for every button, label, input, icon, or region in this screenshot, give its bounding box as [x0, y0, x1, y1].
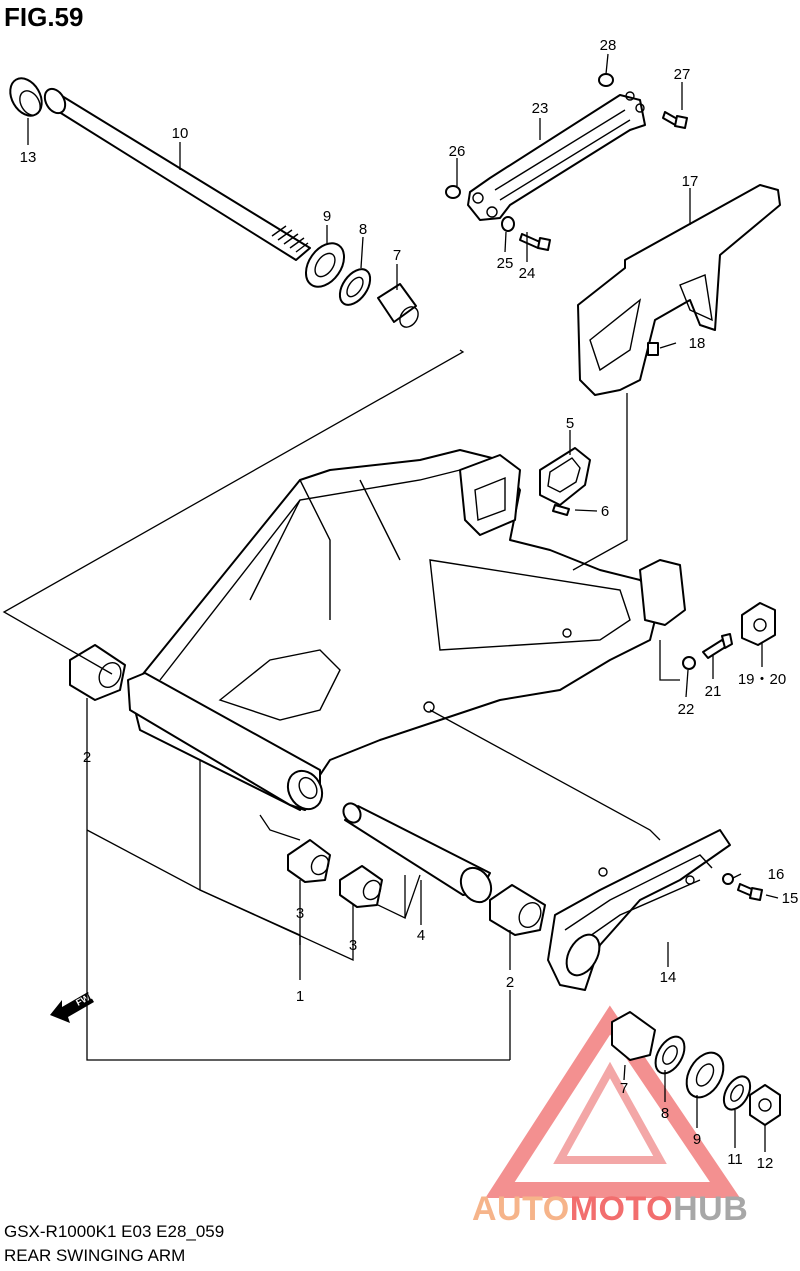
watermark-hub: HUB: [673, 1190, 749, 1228]
callout-9-lower: 9: [693, 1131, 701, 1148]
lower-bushings-sleeve: [287, 802, 546, 936]
watermark-logo-text: AUTOMOTOHUB: [472, 1190, 748, 1229]
callout-21: 21: [705, 683, 722, 700]
leader-lines: [2, 53, 779, 1152]
callout-2-left: 2: [83, 749, 91, 766]
pivot-shaft-part: [9, 77, 311, 261]
watermark-triangle-logo: [485, 1005, 741, 1198]
upper-seal-washer-bushing: [304, 242, 419, 328]
watermark-auto: AUTO: [472, 1190, 570, 1228]
callout-3-right: 3: [349, 937, 357, 954]
callout-15: 15: [782, 890, 799, 907]
callout-24: 24: [519, 265, 536, 282]
bracket-plate-part: [539, 447, 591, 516]
callout-19-20: 19・20: [738, 671, 786, 688]
chain-cover-part: [577, 184, 781, 396]
lower-axle-stack: [611, 1011, 781, 1126]
callout-13: 13: [20, 149, 37, 166]
callout-6: 6: [601, 503, 609, 520]
callout-23: 23: [532, 100, 549, 117]
left-bushing-part: [69, 644, 126, 701]
callout-14: 14: [660, 969, 677, 986]
torque-link-part: [445, 73, 688, 251]
callout-3-left: 3: [296, 905, 304, 922]
figure-title: FIG.59: [4, 2, 84, 32]
watermark-moto: MOTO: [569, 1190, 674, 1228]
callout-8-upper: 8: [359, 221, 367, 238]
model-code: GSX-R1000K1 E03 E28_059: [4, 1222, 225, 1241]
fwd-arrow-icon: FWD: [50, 989, 97, 1023]
figure-name: REAR SWINGING ARM: [4, 1246, 186, 1265]
callout-4: 4: [417, 927, 425, 944]
callout-7-lower: 7: [620, 1080, 628, 1097]
callout-2-right: 2: [506, 974, 514, 991]
callout-17: 17: [682, 173, 699, 190]
callout-18: 18: [689, 335, 706, 352]
callout-16: 16: [768, 866, 785, 883]
callout-26: 26: [449, 143, 466, 160]
callout-11: 11: [727, 1151, 743, 1168]
callout-12: 12: [757, 1155, 774, 1172]
chain-guide-part: [547, 829, 763, 991]
callout-7-upper: 7: [393, 247, 401, 264]
swing-arm-body: [127, 449, 686, 811]
callout-22: 22: [678, 701, 695, 718]
callout-10: 10: [172, 125, 189, 142]
callout-5: 5: [566, 415, 574, 432]
callout-8-lower: 8: [661, 1105, 669, 1122]
callout-1: 1: [296, 988, 304, 1005]
callout-labels: 28 27 23 26 17 25 24 18 13 10 9 8 7 5 6 …: [20, 37, 799, 1172]
callout-27: 27: [674, 66, 691, 83]
callout-25: 25: [497, 255, 514, 272]
callout-28: 28: [600, 37, 617, 54]
adjuster-part: [682, 602, 776, 670]
callout-9-upper: 9: [323, 208, 331, 225]
